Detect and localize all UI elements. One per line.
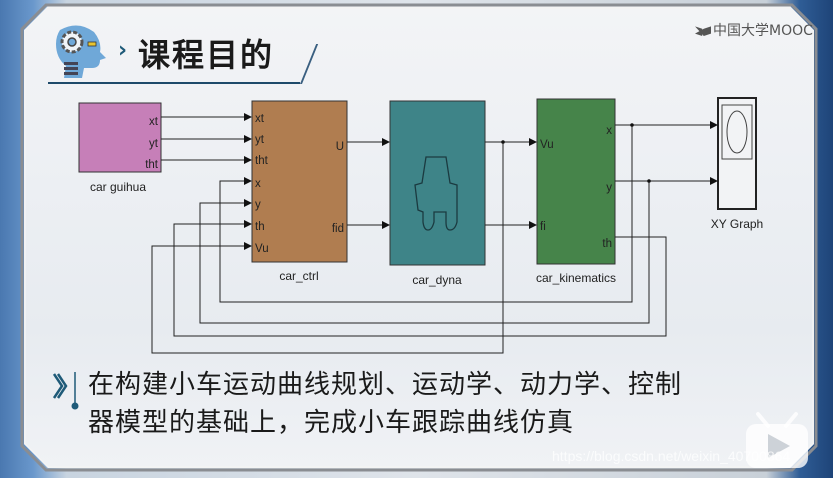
block-label: car_dyna [412, 273, 462, 287]
port-y-out: y [606, 182, 612, 194]
csdn-watermark: https://blog.csdn.net/weixin_40700864 [552, 448, 791, 464]
port-u-out: U [336, 141, 344, 153]
brand-name: 中国大学MOOC [713, 23, 813, 39]
port-vu-in: Vu [540, 139, 554, 151]
signal-wires [151, 113, 718, 354]
title-chevron: › [118, 38, 128, 63]
car-silhouette-icon [414, 156, 458, 231]
port-yt: yt [149, 138, 159, 150]
bullet-line-2: 器模型的基础上，完成小车跟踪曲线仿真 [88, 408, 575, 438]
xy-graph-ellipse-icon [726, 110, 748, 154]
port-x-out: x [606, 125, 612, 137]
block-label: XY Graph [711, 217, 763, 231]
robot-head-gear-icon [56, 25, 106, 79]
port-yt-in: yt [255, 134, 265, 146]
page-title: 课程目的 [138, 36, 275, 74]
bullet-line-1: 在构建小车运动曲线规划、运动学、动力学、控制 [88, 370, 683, 400]
block-label: car guihua [90, 180, 146, 194]
port-fid-out: fid [332, 223, 344, 235]
port-xt: xt [149, 116, 159, 128]
block-car-guihua[interactable]: xt yt tht car guihua [78, 102, 162, 194]
port-y-in: y [255, 199, 261, 211]
port-fi-in: fi [540, 221, 546, 233]
block-xy-graph[interactable]: XY Graph [711, 97, 763, 231]
bilibili-tv-play-icon [746, 412, 808, 468]
brand-logo: 中国大学MOOC [695, 20, 813, 40]
block-car-dyna[interactable]: car_dyna [389, 100, 486, 287]
port-xt-in: xt [255, 113, 265, 125]
block-car-kinematics[interactable]: Vu fi x y th car_kinematics [536, 98, 616, 285]
block-label: car_kinematics [536, 271, 616, 285]
block-car-ctrl[interactable]: xt yt tht x y th Vu U fid car_ctrl [251, 100, 348, 283]
port-th-out: th [602, 238, 612, 250]
branch-points [501, 123, 651, 183]
port-th-in: th [255, 221, 265, 233]
slide-header: › 课程目的 [50, 22, 320, 80]
port-tht-in: tht [255, 155, 269, 167]
block-label: car_ctrl [279, 269, 318, 283]
port-x-in: x [255, 178, 261, 190]
title-underline [48, 82, 300, 84]
port-vu-in: Vu [255, 243, 269, 255]
bullet-text: 在构建小车运动曲线规划、运动学、动力学、控制 器模型的基础上，完成小车跟踪曲线仿… [88, 366, 808, 442]
mooc-book-icon [695, 26, 711, 36]
port-tht: tht [145, 159, 159, 171]
chevron-pin-icon [52, 372, 79, 410]
